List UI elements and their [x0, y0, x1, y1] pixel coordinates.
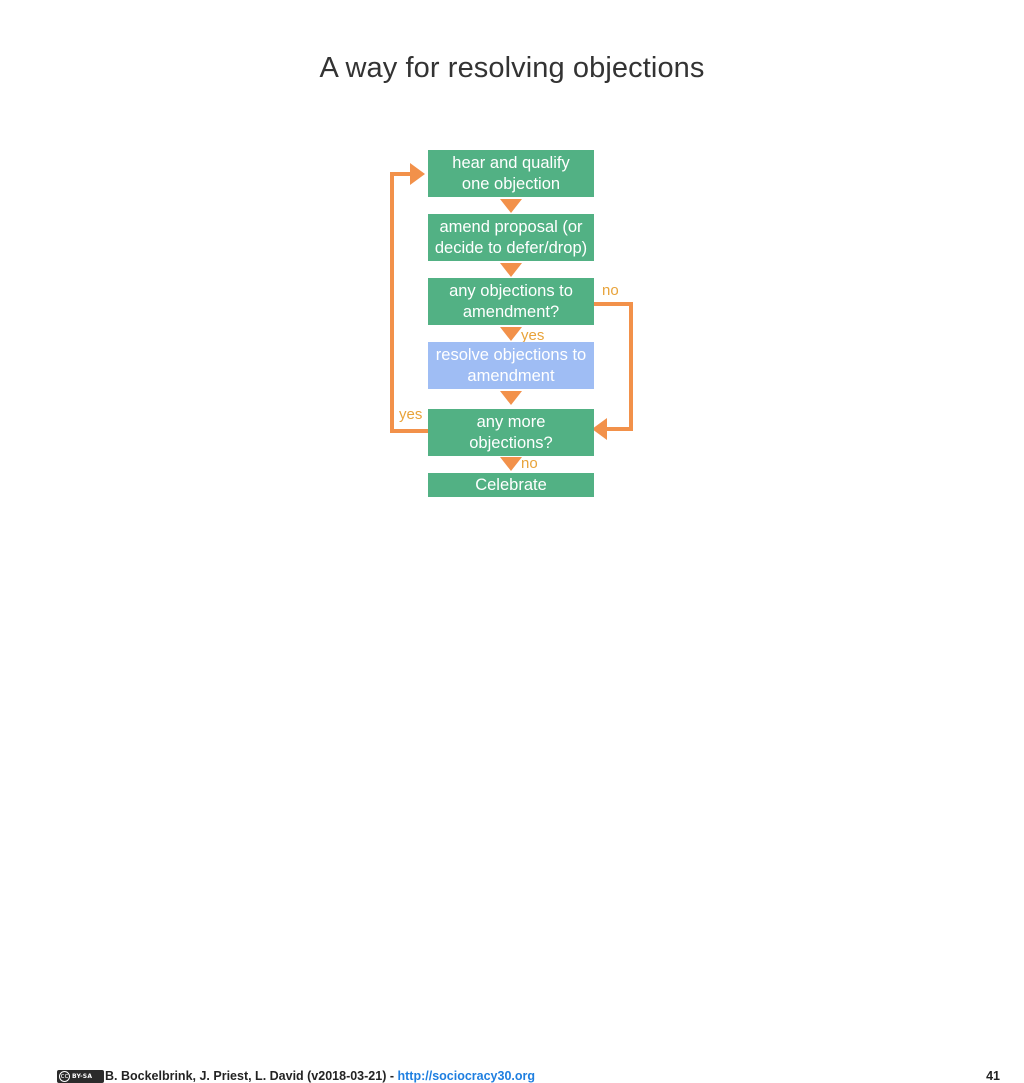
- edge-label-yes-left: yes: [399, 406, 423, 423]
- flow-node-any-objections-line-2: amendment?: [462, 302, 560, 321]
- arrowhead-into-hear-icon: [410, 163, 425, 185]
- page-title: A way for resolving objections: [319, 52, 705, 84]
- flow-node-amend-line-1: amend proposal (or: [439, 217, 583, 236]
- edge-any-more-to-hear-segment-vertical: [390, 172, 394, 433]
- edge-any-objections-to-any-more-segment-top: [593, 302, 633, 306]
- slide-footer: cc BY-SA B. Bockelbrink, J. Priest, L. D…: [0, 533, 1024, 1083]
- flow-node-any-more-objections[interactable]: any more objections?: [428, 409, 594, 456]
- edge-any-more-to-hear-segment-top: [390, 172, 416, 176]
- edge-label-no-bottom: no: [521, 455, 538, 472]
- flow-node-any-objections-line-1: any objections to: [449, 281, 573, 300]
- flow-node-resolve-line-2: amendment: [467, 366, 555, 385]
- flow-node-resolve-line-1: resolve objections to: [435, 345, 587, 364]
- flow-node-celebrate-line-1: Celebrate: [475, 475, 547, 494]
- flow-node-resolve-objections[interactable]: resolve objections to amendment: [428, 342, 594, 389]
- flow-node-any-more-line-1: any more: [476, 412, 546, 431]
- flow-node-any-more-line-2: objections?: [469, 433, 553, 452]
- flow-node-amend-line-2: decide to defer/drop): [434, 238, 588, 257]
- edge-label-yes-down: yes: [521, 327, 545, 344]
- flow-node-hear-line-1: hear and qualify: [452, 153, 570, 172]
- flowchart: yes no hear and qualify one objection am…: [0, 0, 1024, 520]
- arrow-any-more-to-celebrate-icon: [500, 457, 522, 471]
- arrow-hear-to-amend-icon: [500, 199, 522, 213]
- arrow-amend-to-any-objections-icon: [500, 263, 522, 277]
- edge-any-objections-to-any-more-segment-bottom: [606, 427, 633, 431]
- page-number: 41: [986, 1069, 1000, 1083]
- edge-any-objections-to-any-more-segment-vertical: [629, 302, 633, 431]
- flow-node-amend-proposal[interactable]: amend proposal (or decide to defer/drop): [428, 214, 594, 261]
- arrowhead-into-any-more-icon: [592, 418, 607, 440]
- flow-node-hear-and-qualify[interactable]: hear and qualify one objection: [428, 150, 594, 197]
- flow-node-hear-line-2: one objection: [461, 174, 561, 193]
- edge-any-more-to-hear-segment-bottom: [390, 429, 432, 433]
- edge-label-no-right: no: [602, 282, 619, 299]
- arrow-any-objections-to-resolve-icon: [500, 327, 522, 341]
- arrow-resolve-to-any-more-icon: [500, 391, 522, 405]
- flow-node-any-objections-to-amendment[interactable]: any objections to amendment?: [428, 278, 594, 325]
- flow-node-celebrate[interactable]: Celebrate: [428, 473, 594, 497]
